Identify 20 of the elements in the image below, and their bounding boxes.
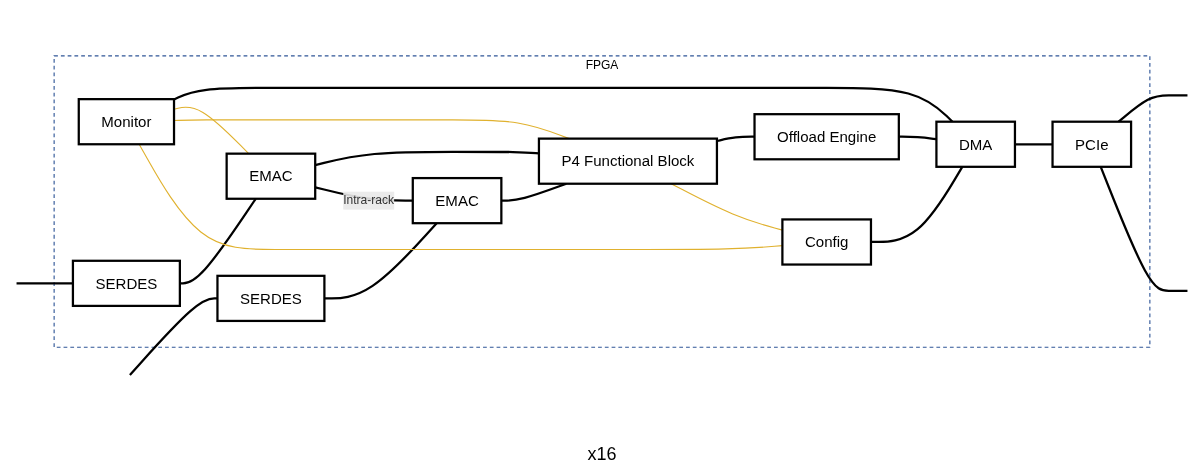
node-box: Offload Engine <box>753 113 900 161</box>
lane-count-label: x16 <box>587 444 617 464</box>
connector <box>129 297 218 376</box>
connector <box>898 135 937 141</box>
node-box: PCIe <box>1051 120 1133 168</box>
connector <box>1099 166 1188 292</box>
connector <box>1014 143 1053 146</box>
node-box: P4 Functional Block <box>537 137 719 185</box>
node-box: SERDES <box>216 274 326 323</box>
connector <box>716 135 755 143</box>
connector <box>870 166 964 244</box>
node-box: DMA <box>935 120 1017 168</box>
node-box: SERDES <box>71 259 181 307</box>
node-box: EMAC <box>411 176 503 225</box>
node-box: EMAC <box>225 152 317 200</box>
node-box: Config <box>781 218 873 266</box>
edge-label: Intra-rack <box>343 193 394 207</box>
connector <box>16 282 73 285</box>
connector <box>179 198 257 285</box>
node-box: Monitor <box>77 98 176 146</box>
